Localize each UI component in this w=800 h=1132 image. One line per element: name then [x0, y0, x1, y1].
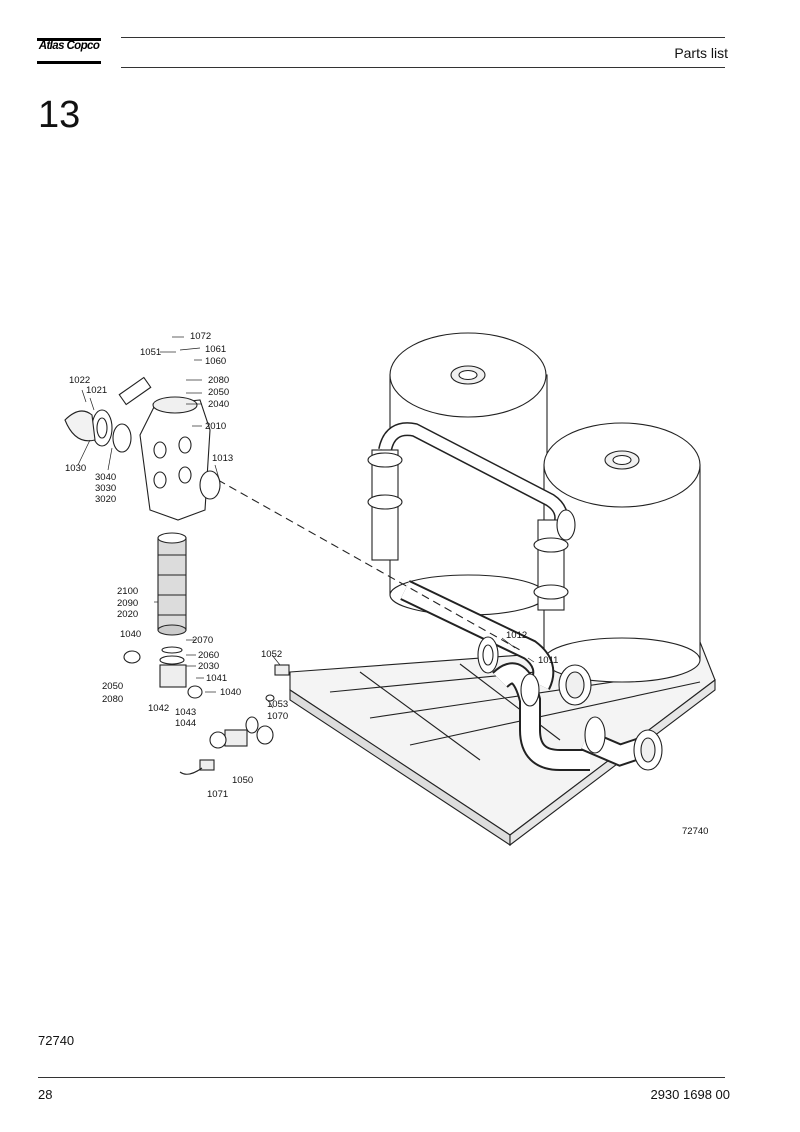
callout-1061: 1061	[205, 344, 226, 355]
valve-housing	[139, 396, 221, 521]
lower-piping	[400, 580, 663, 771]
page-number: 28	[38, 1087, 53, 1102]
callout-1021: 1021	[86, 385, 107, 396]
callout-2030: 2030	[198, 661, 219, 672]
callout-1060: 1060	[205, 356, 226, 367]
callout-1041: 1041	[206, 673, 227, 684]
callout-1043: 1043	[175, 707, 196, 718]
callout-1072: 1072	[190, 331, 211, 342]
header-rule-bottom	[121, 67, 725, 68]
callout-2040: 2040	[208, 399, 229, 410]
adsorption-tank-right	[543, 422, 701, 683]
callout-2050-bottom: 2050	[102, 681, 123, 692]
logo-bar-bottom	[37, 61, 101, 64]
callout-1040-right: 1040	[220, 687, 241, 698]
header-title: Parts list	[674, 45, 728, 61]
logo-bar-top	[37, 38, 101, 41]
upper-piping	[367, 422, 576, 611]
callout-2070: 2070	[192, 635, 213, 646]
callout-2060: 2060	[198, 650, 219, 661]
callout-1051: 1051	[140, 347, 161, 358]
lower-valve-parts	[123, 646, 290, 775]
callout-labels: 1072 1061 1051 1060 1022 1021 2080 2050 …	[65, 331, 558, 800]
callout-3030: 3030	[95, 483, 116, 494]
assembly-guide-line	[217, 479, 521, 651]
callout-1012: 1012	[506, 630, 527, 641]
header-rule-top	[121, 37, 725, 38]
callout-1030: 1030	[65, 463, 86, 474]
callout-1011: 1011	[538, 655, 558, 666]
figure-reference: 72740	[38, 1033, 75, 1048]
callout-2090: 2090	[117, 598, 138, 609]
callout-1044: 1044	[175, 718, 196, 729]
atlas-copco-logo: Atlas Copco	[37, 38, 101, 68]
callout-2050-top: 2050	[208, 387, 229, 398]
filter-element	[157, 532, 187, 636]
logo-text: Atlas Copco	[38, 40, 100, 52]
callout-2020: 2020	[117, 609, 138, 620]
callout-1070: 1070	[267, 711, 288, 722]
section-number: 13	[38, 94, 81, 136]
callout-1042: 1042	[148, 703, 169, 714]
figure-id-label: 72740	[682, 826, 708, 837]
adsorption-tank-left	[389, 332, 548, 616]
callout-1013: 1013	[212, 453, 233, 464]
callout-leaders	[77, 336, 535, 709]
callout-2080-top: 2080	[208, 375, 229, 386]
callout-2010: 2010	[205, 421, 226, 432]
callout-2080-bottom: 2080	[102, 694, 123, 705]
footer-rule	[38, 1077, 725, 1078]
callout-3040: 3040	[95, 472, 116, 483]
left-flange	[64, 376, 152, 453]
callout-3020: 3020	[95, 494, 116, 505]
callout-1040-left: 1040	[120, 629, 141, 640]
callout-1022: 1022	[69, 375, 90, 386]
document-number: 2930 1698 00	[650, 1087, 730, 1102]
callout-1053: 1053	[267, 699, 288, 710]
callout-2100: 2100	[117, 586, 138, 597]
callout-1071: 1071	[207, 789, 228, 800]
callout-1050: 1050	[232, 775, 253, 786]
exploded-parts-diagram: 1072 1061 1051 1060 1022 1021 2080 2050 …	[64, 331, 716, 847]
callout-1052: 1052	[261, 649, 282, 660]
